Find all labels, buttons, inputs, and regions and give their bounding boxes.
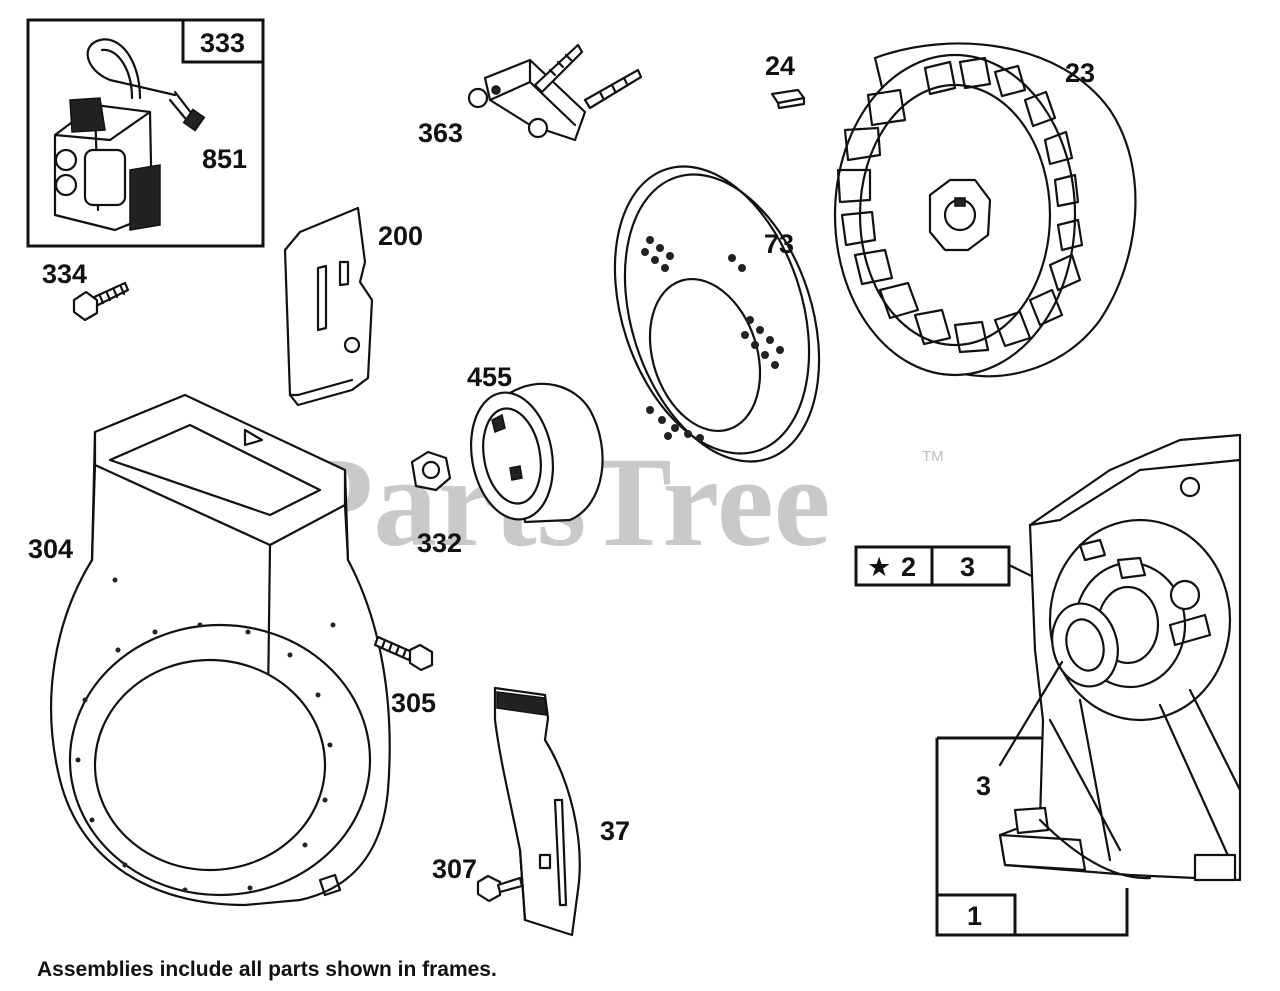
part-332-nut[interactable] [410,450,452,492]
label-200: 200 [378,221,423,251]
label-1: 1 [967,901,982,931]
part-334-bolt[interactable] [72,281,130,322]
part-455-starter-cup[interactable] [461,382,604,526]
label-304: 304 [28,534,73,564]
label-333: 333 [200,28,245,58]
part-37-deflector[interactable] [493,686,581,937]
part-304-blower-housing[interactable] [50,393,391,907]
label-334: 334 [42,259,87,289]
part-305-bolt[interactable] [373,635,434,672]
label-307: 307 [432,854,477,884]
label-305: 305 [391,688,436,718]
part-73-rotating-screen[interactable] [581,141,854,486]
kit-box-qty: 3 [960,552,975,582]
part-333-ignition-armature-frame[interactable] [26,18,265,248]
kit-box-star: ★ [867,552,891,582]
label-24: 24 [765,51,795,81]
label-851: 851 [202,144,247,174]
part-1-engine-block-frame[interactable] [935,433,1242,937]
label-3-callout: 3 [976,771,991,801]
part-200-plate[interactable] [283,206,374,407]
seal-leader-line [998,660,1064,767]
label-363: 363 [418,118,463,148]
kit-box-number: 2 [901,552,916,582]
label-23: 23 [1065,58,1095,88]
label-332: 332 [417,528,462,558]
label-37: 37 [600,816,630,846]
trademark: TM [922,448,944,465]
label-73: 73 [764,229,794,259]
part-307-bolt[interactable] [476,874,524,903]
part-24-flywheel-key[interactable] [770,88,806,110]
label-455: 455 [467,362,512,392]
footer-note: Assemblies include all parts shown in fr… [37,958,497,981]
part-23-flywheel[interactable] [833,42,1137,378]
part-363-bracket[interactable] [467,43,643,142]
